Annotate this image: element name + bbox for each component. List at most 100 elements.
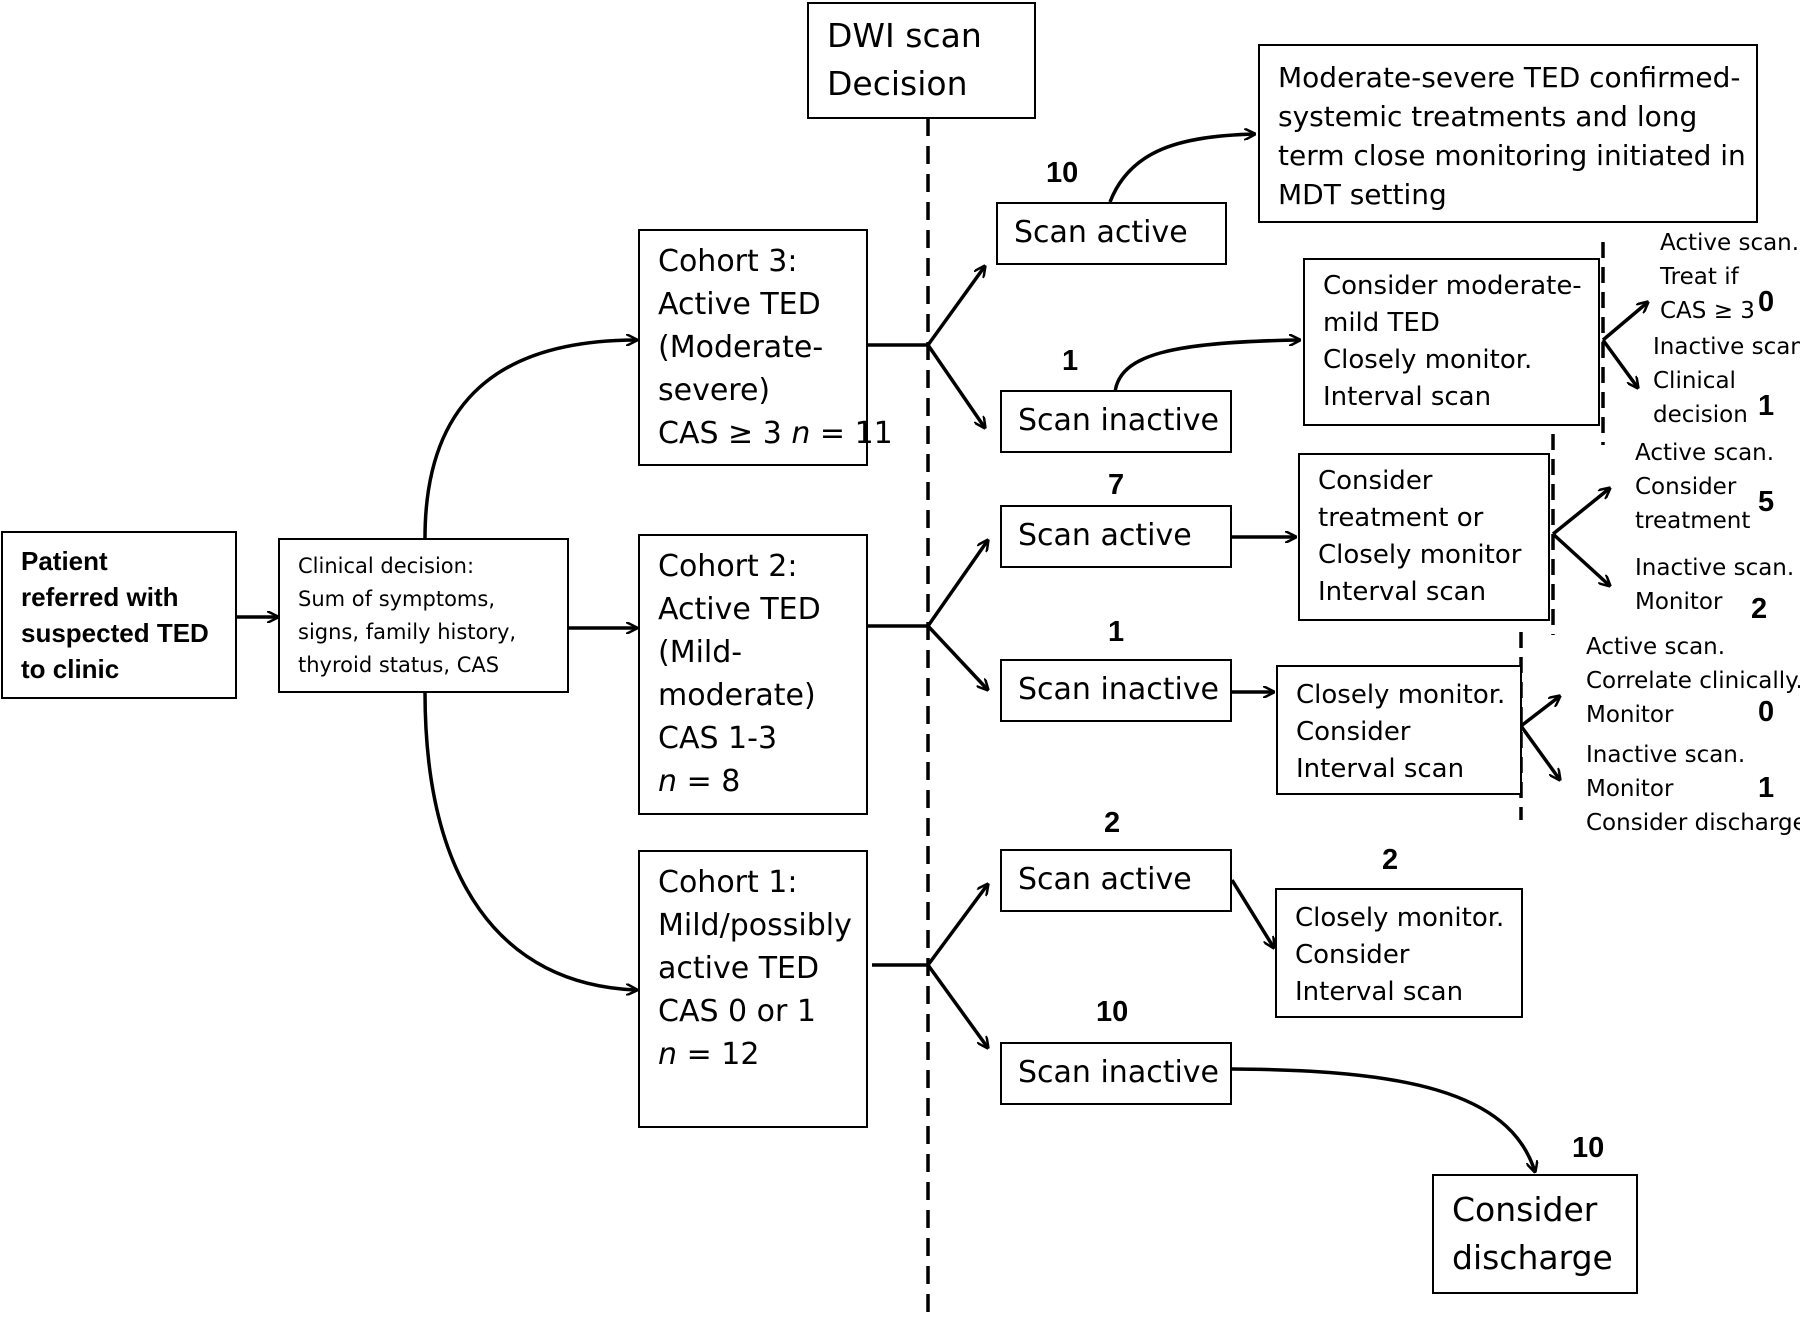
text-line: Interval scan (1318, 577, 1487, 607)
text-line: term close monitoring initiated in (1278, 139, 1746, 172)
cohort-line: Cohort 2: (658, 549, 798, 584)
text-line: Consider (1296, 717, 1411, 747)
text-line: systemic treatments and long (1278, 100, 1698, 133)
scan-label: Scan inactive (1018, 403, 1220, 438)
clinical-line: thyroid status, CAS (298, 653, 500, 677)
count-c1-inactive: 10 (1096, 996, 1129, 1028)
text-line: Interval scan (1296, 754, 1465, 784)
outcome-line: Monitor (1586, 702, 1674, 728)
n-label: n (791, 416, 811, 451)
n-label: n (658, 764, 678, 799)
arrow-c2b-out-inactive (1519, 724, 1560, 780)
patient-line: referred with (21, 582, 179, 612)
text-line: treatment or (1318, 503, 1484, 533)
c1-scan-inactive-box: Scan inactive (1000, 1042, 1232, 1105)
cohort-line: CAS 0 or 1 (658, 994, 816, 1029)
outcome-line: Monitor (1635, 589, 1723, 615)
outcome-line: Active scan. (1586, 634, 1726, 660)
cohort-line: CAS 1-3 (658, 721, 778, 756)
outcome-c2-active: Active scan. Consider treatment (1635, 436, 1774, 538)
clinical-line: Sum of symptoms, (298, 587, 495, 611)
arrow-c1-inactive-result (1231, 1067, 1535, 1172)
text-line: discharge (1452, 1238, 1613, 1277)
header-line: DWI scan (827, 16, 982, 55)
outcome-c3-inactive: Inactive scan Clinical decision (1653, 330, 1800, 432)
count-c3-inactive: 1 (1062, 345, 1079, 377)
cohort-2-box: Cohort 2: Active TED (Mild- moderate) CA… (638, 534, 868, 815)
cohort-line: Cohort 1: (658, 865, 798, 900)
text-line: Closely monitor. (1323, 345, 1533, 375)
consider-moderate-mild-box: Consider moderate- mild TED Closely moni… (1303, 258, 1600, 426)
c1-scan-active-box: Scan active (1000, 849, 1232, 912)
arrow-c3-active-result (1108, 134, 1255, 203)
text-line: Consider (1318, 466, 1433, 496)
count-c1-monitor: 2 (1382, 844, 1399, 876)
cohort-cas: CAS ≥ 3 (658, 416, 782, 451)
outcome-line: decision (1653, 402, 1748, 428)
n-value: = 12 (686, 1037, 760, 1072)
clinical-decision-box: Clinical decision: Sum of symptoms, sign… (278, 538, 569, 693)
arrow-c3-out-active (1601, 302, 1648, 342)
cohort-cas-n: CAS ≥ 3 n = 11 (658, 412, 893, 455)
cohort-line: Cohort 3: (658, 244, 798, 279)
count-c2b-out-inactive: 1 (1758, 772, 1775, 804)
arrow-c2-out-inactive (1551, 532, 1610, 586)
arrow-clinical-cohort3 (423, 340, 637, 539)
text-line: Interval scan (1295, 977, 1464, 1007)
patient-line: suspected TED (21, 618, 209, 648)
patient-line: Patient (21, 546, 108, 576)
text-line: Closely monitor. (1295, 903, 1505, 933)
outcome-line: Consider discharge (1586, 810, 1800, 836)
arrow-c2-out-active (1551, 488, 1610, 536)
arrow-c3-out-inactive (1601, 338, 1638, 388)
n-value: = 11 (819, 416, 893, 451)
text-line: MDT setting (1278, 178, 1447, 211)
count-c2-out-active: 5 (1758, 486, 1775, 518)
n-value: = 8 (686, 764, 741, 799)
text-line: Consider (1295, 940, 1410, 970)
text-line: Closely monitor. (1296, 680, 1506, 710)
outcome-line: Treat if (1660, 264, 1739, 290)
outcome-c2b-active: Active scan. Correlate clinically. Monit… (1586, 630, 1800, 732)
arrow-c3-inactive (926, 344, 985, 428)
outcome-line: Clinical (1653, 368, 1736, 394)
outcome-line: Inactive scan (1653, 334, 1800, 360)
count-c3-out-inactive: 1 (1758, 390, 1775, 422)
text-line: Moderate-severe TED confirmed- (1278, 61, 1741, 94)
cohort-line: Mild/possibly (658, 908, 852, 943)
outcome-line: Inactive scan. (1635, 555, 1795, 581)
cohort-line: Active TED (658, 592, 821, 627)
moderate-severe-confirmed-box: Moderate-severe TED confirmed- systemic … (1258, 44, 1758, 223)
count-c2-inactive: 1 (1108, 616, 1125, 648)
scan-label: Scan active (1014, 215, 1188, 250)
arrow-c3-active (926, 266, 985, 347)
cohort-3-box: Cohort 3: Active TED (Moderate- severe) … (638, 229, 893, 466)
arrow-c2b-out-active (1519, 696, 1560, 728)
cohort-n: n = 12 (658, 1033, 860, 1076)
clinical-line: Clinical decision: (298, 554, 475, 578)
outcome-line: CAS ≥ 3 (1660, 298, 1755, 324)
dwi-decision-header: DWI scan Decision (807, 2, 1036, 119)
arrow-c3-inactive-result (1113, 340, 1300, 393)
consider-discharge-box: Consider discharge (1432, 1174, 1638, 1294)
text-line: mild TED (1323, 308, 1440, 338)
cohort-1-box: Cohort 1: Mild/possibly active TED CAS 0… (638, 850, 868, 1128)
outcome-c2-inactive: Inactive scan. Monitor (1635, 551, 1794, 619)
outcome-line: treatment (1635, 508, 1751, 534)
text-line: Consider (1452, 1190, 1598, 1229)
outcome-c3-active: Active scan. Treat if CAS ≥ 3 (1660, 226, 1799, 328)
outcome-line: Monitor (1586, 776, 1674, 802)
cohort-line: (Mild- (658, 635, 743, 670)
count-c2b-out-active: 0 (1758, 696, 1775, 728)
c2-scan-inactive-box: Scan inactive (1000, 659, 1232, 722)
scan-label: Scan inactive (1018, 1055, 1220, 1090)
count-c3-out-active: 0 (1758, 286, 1775, 318)
text-line: Consider moderate- (1323, 271, 1582, 301)
outcome-c2b-inactive: Inactive scan. Monitor Consider discharg… (1586, 738, 1800, 840)
scan-label: Scan inactive (1018, 672, 1220, 707)
closely-monitor-box-c2: Closely monitor. Consider Interval scan (1276, 665, 1522, 795)
count-c2-active: 7 (1108, 469, 1125, 501)
arrow-c1-active (926, 884, 988, 967)
count-c2-out-inactive: 2 (1751, 593, 1768, 625)
